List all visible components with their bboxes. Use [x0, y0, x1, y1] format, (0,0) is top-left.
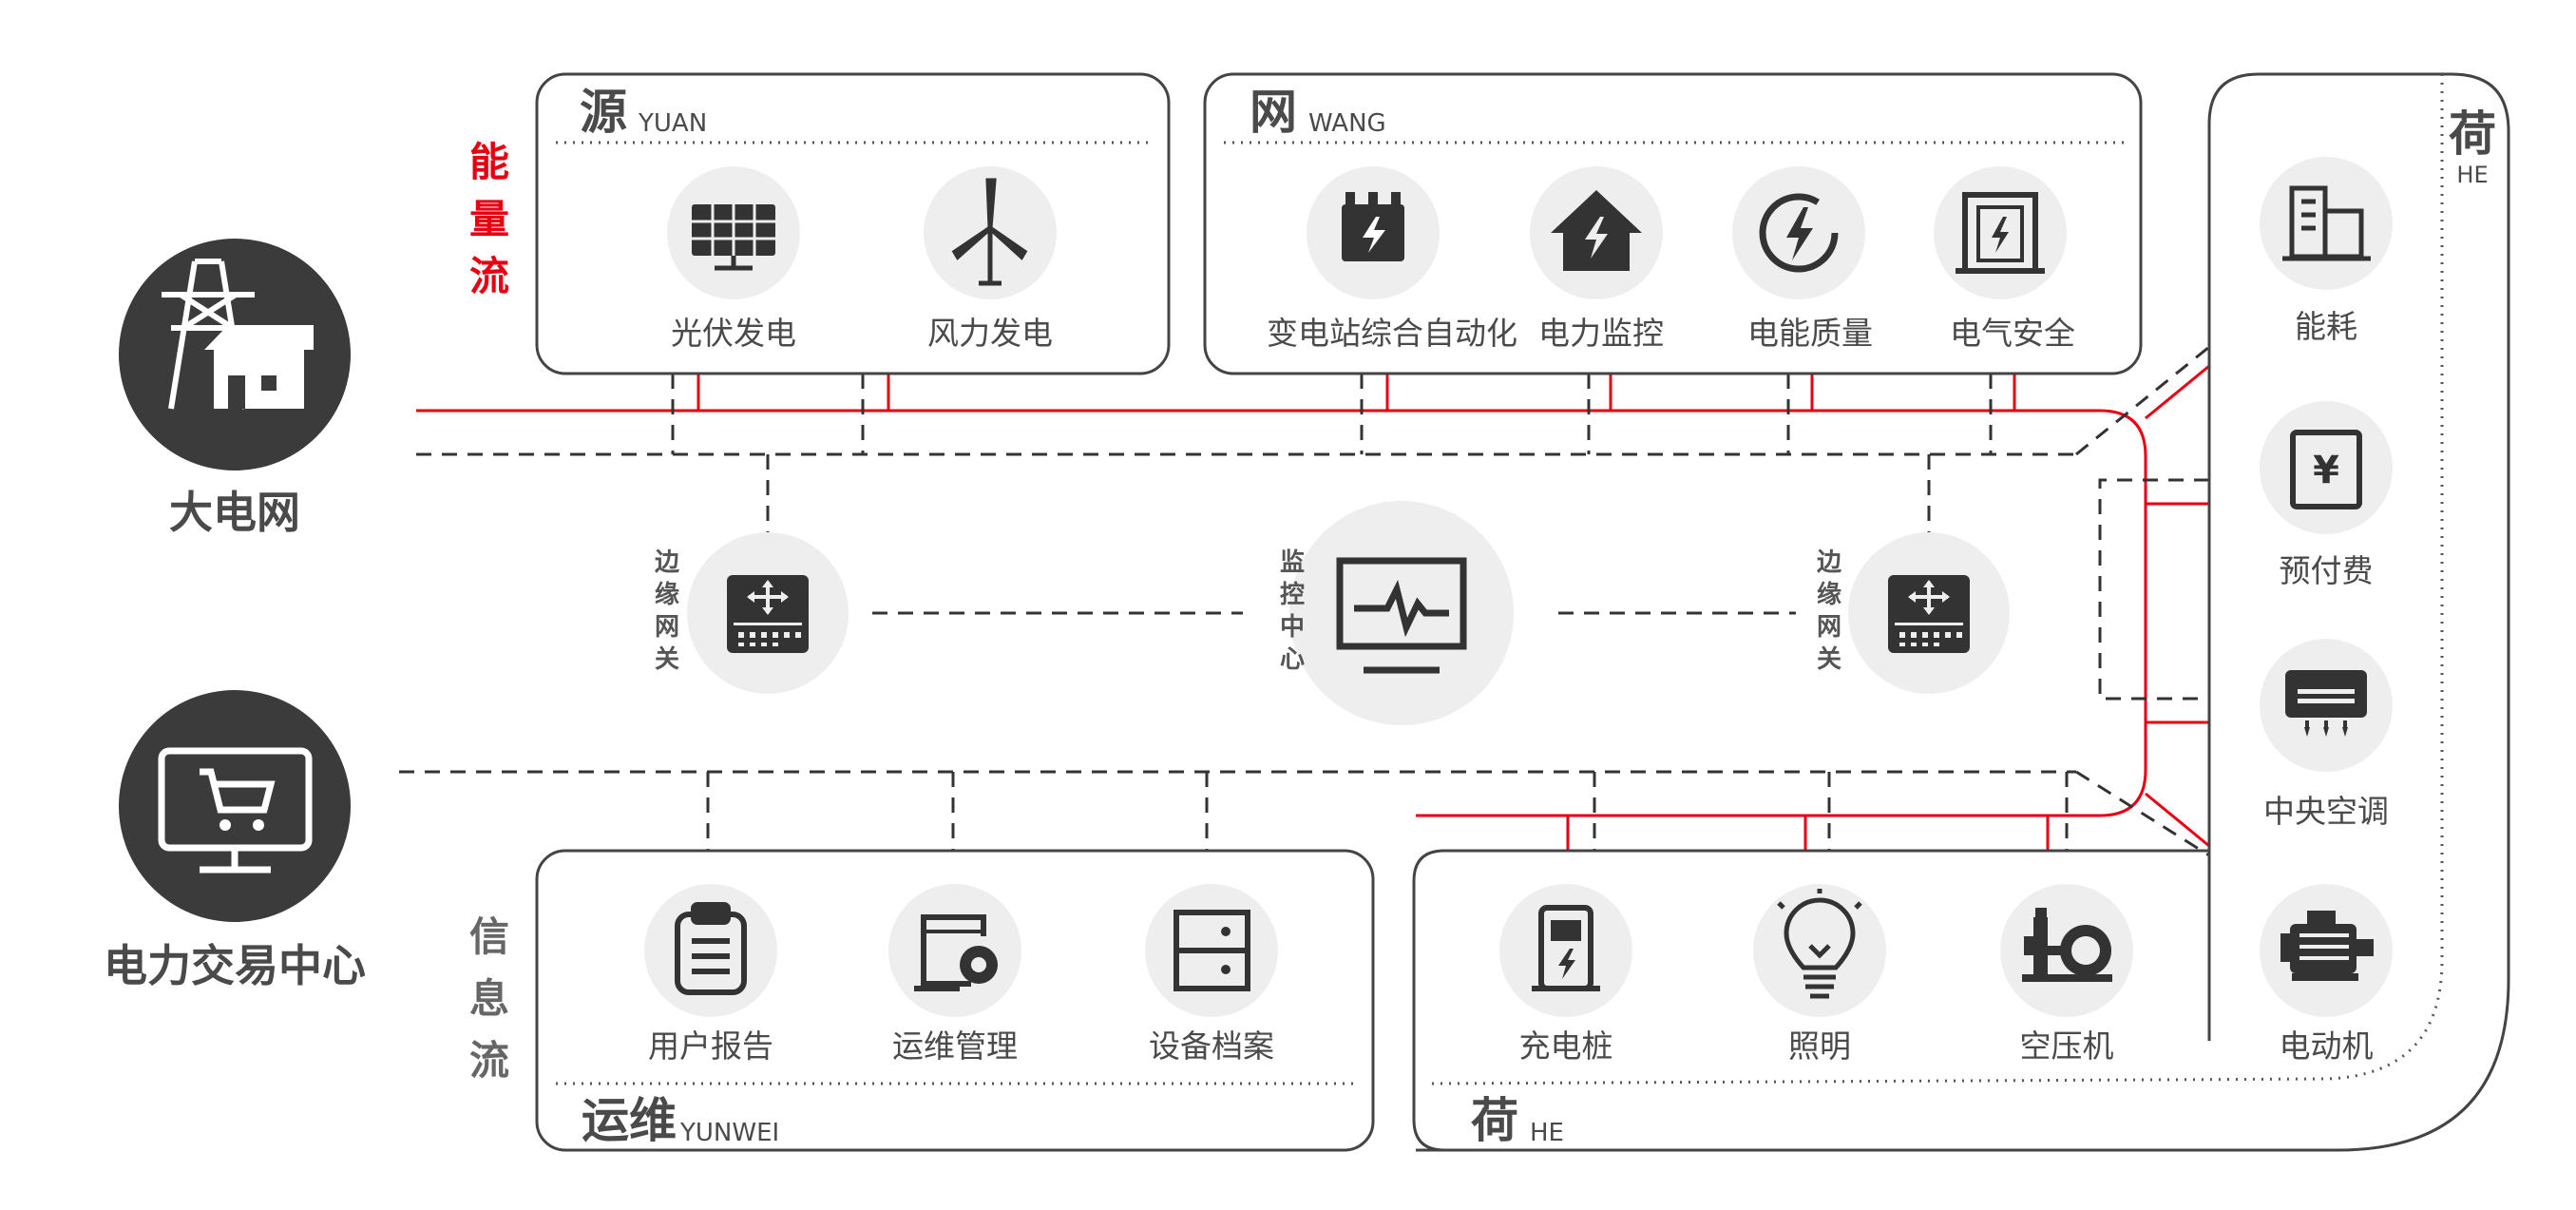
info-flow-lines — [399, 345, 2210, 857]
monitor-char: 监 — [1280, 548, 1305, 577]
gateway-char: 网 — [1817, 613, 1841, 642]
transmission-tower-icon — [162, 259, 255, 410]
lighting-label: 照明 — [1788, 1028, 1851, 1065]
energy-flow-char: 量 — [469, 196, 509, 242]
gateway-router-icon — [1888, 575, 1970, 653]
charging-pile-icon — [1532, 905, 1600, 991]
central-ac-item[interactable]: 中央空调 — [2260, 639, 2393, 830]
substation-icon — [1342, 192, 1404, 261]
yuan-bill-icon: ¥ — [2290, 430, 2362, 509]
light-bulb-icon — [1777, 889, 1862, 999]
info-flow-label: 信 息 流 — [469, 913, 509, 1084]
gateway-char: 边 — [1817, 548, 1842, 577]
clipboard-icon — [675, 902, 747, 995]
shopping-cart-monitor-icon — [158, 747, 313, 874]
wang-subtitle: WANG — [1308, 109, 1386, 138]
he-bottom-panel: 荷 HE 充电桩 照明 — [1412, 849, 2393, 1152]
user-report-label: 用户报告 — [648, 1028, 773, 1065]
energy-flow-label: 能 量 流 — [469, 139, 509, 299]
building-icon — [2282, 185, 2371, 261]
wind-label: 风力发电 — [927, 315, 1053, 352]
monitor-heartbeat-icon — [1336, 557, 1467, 674]
he-bottom-title: 荷 — [1471, 1093, 1518, 1148]
gateway-char: 关 — [655, 645, 679, 674]
gateway-router-icon — [727, 575, 809, 653]
energy-consumption-label: 能耗 — [2295, 308, 2357, 345]
edge-gateway-right[interactable]: 边 缘 网 关 — [1817, 532, 2010, 694]
gateway-char: 缘 — [655, 581, 679, 609]
wind-turbine-icon — [951, 178, 1028, 286]
air-compressor-icon — [2022, 908, 2112, 982]
monitor-char: 控 — [1280, 581, 1305, 609]
gateway-char: 边 — [655, 548, 680, 577]
lighting-item[interactable]: 照明 — [1753, 884, 1886, 1065]
solar-item[interactable]: 光伏发电 — [667, 166, 800, 352]
he-side-panel: 荷 HE 能耗 ¥ 预付费 — [1416, 72, 2510, 1152]
wang-panel: 网 WANG 变电站综合自动化 电力监控 — [1203, 72, 2143, 375]
trading-center-node[interactable]: 电力交易中心 — [104, 690, 366, 991]
trading-center-label: 电力交易中心 — [104, 940, 366, 991]
gateway-char: 网 — [655, 613, 679, 642]
equipment-archive-item[interactable]: 设备档案 — [1145, 884, 1278, 1065]
energy-flow-char: 能 — [469, 139, 509, 185]
monitor-char: 中 — [1280, 613, 1305, 642]
energy-flow-lines — [416, 364, 2210, 851]
house-lightning-icon — [1551, 190, 1642, 271]
monitoring-center[interactable]: 监 控 中 心 — [1280, 501, 1514, 725]
om-management-label: 运维管理 — [892, 1028, 1018, 1065]
electrical-cabinet-icon — [1956, 192, 2045, 274]
yunwei-title: 运维 — [582, 1093, 677, 1148]
quality-gauge-icon — [1759, 193, 1839, 273]
yuan-subtitle: YUAN — [638, 109, 707, 138]
electric-motor-icon — [2280, 911, 2374, 981]
electrical-safety-label: 电气安全 — [1950, 315, 2075, 352]
prepaid-label: 预付费 — [2280, 552, 2374, 589]
he-side-title: 荷 — [2449, 106, 2496, 162]
he-side-subtitle: HE — [2456, 162, 2488, 188]
air-compressor-label: 空压机 — [2020, 1028, 2114, 1065]
power-quality-label: 电能质量 — [1747, 315, 1873, 352]
substation-item[interactable]: 变电站综合自动化 — [1267, 166, 1517, 352]
grid-node[interactable]: 大电网 — [119, 239, 351, 538]
yunwei-subtitle: YUNWEI — [679, 1119, 779, 1147]
motor-item[interactable]: 电动机 — [2260, 884, 2393, 1065]
gateway-char: 关 — [1817, 645, 1841, 674]
svg-text:¥: ¥ — [2313, 449, 2339, 492]
power-monitor-label: 电力监控 — [1538, 315, 1664, 352]
electrical-safety-item[interactable]: 电气安全 — [1934, 166, 2075, 352]
charging-pile-label: 充电桩 — [1519, 1028, 1613, 1065]
air-compressor-item[interactable]: 空压机 — [2000, 884, 2133, 1065]
user-report-item[interactable]: 用户报告 — [644, 884, 777, 1065]
power-monitor-item[interactable]: 电力监控 — [1530, 166, 1664, 352]
yunwei-panel: 运维 YUNWEI 用户报告 运维管理 — [535, 849, 1375, 1152]
motor-label: 电动机 — [2280, 1028, 2374, 1065]
yuan-title: 源 — [580, 85, 627, 140]
yuan-panel: 源 YUAN 光伏发电 — [535, 72, 1171, 375]
info-flow-char: 信 — [469, 913, 509, 960]
power-quality-item[interactable]: 电能质量 — [1732, 166, 1873, 352]
wind-item[interactable]: 风力发电 — [924, 166, 1057, 352]
om-management-item[interactable]: 运维管理 — [888, 884, 1021, 1065]
gateway-char: 缘 — [1817, 581, 1841, 609]
wang-title: 网 — [1250, 85, 1297, 140]
settings-screen-icon — [914, 914, 998, 991]
energy-consumption-item[interactable]: 能耗 — [2260, 157, 2393, 345]
info-flow-char: 流 — [469, 1037, 509, 1084]
edge-gateway-left[interactable]: 边 缘 网 关 — [655, 532, 849, 694]
substation-label: 变电站综合自动化 — [1267, 315, 1517, 352]
info-flow-char: 息 — [469, 975, 509, 1022]
air-conditioner-icon — [2285, 670, 2367, 737]
prepaid-item[interactable]: ¥ 预付费 — [2260, 401, 2393, 589]
charging-pile-item[interactable]: 充电桩 — [1499, 884, 1632, 1065]
house-icon — [204, 325, 314, 409]
solar-label: 光伏发电 — [671, 315, 796, 352]
monitor-char: 心 — [1280, 645, 1305, 674]
grid-label: 大电网 — [169, 487, 300, 538]
equipment-archive-label: 设备档案 — [1149, 1028, 1274, 1065]
file-cabinet-icon — [1174, 910, 1250, 991]
he-bottom-subtitle: HE — [1530, 1119, 1564, 1147]
central-ac-label: 中央空调 — [2263, 793, 2389, 830]
energy-flow-char: 流 — [469, 253, 509, 299]
